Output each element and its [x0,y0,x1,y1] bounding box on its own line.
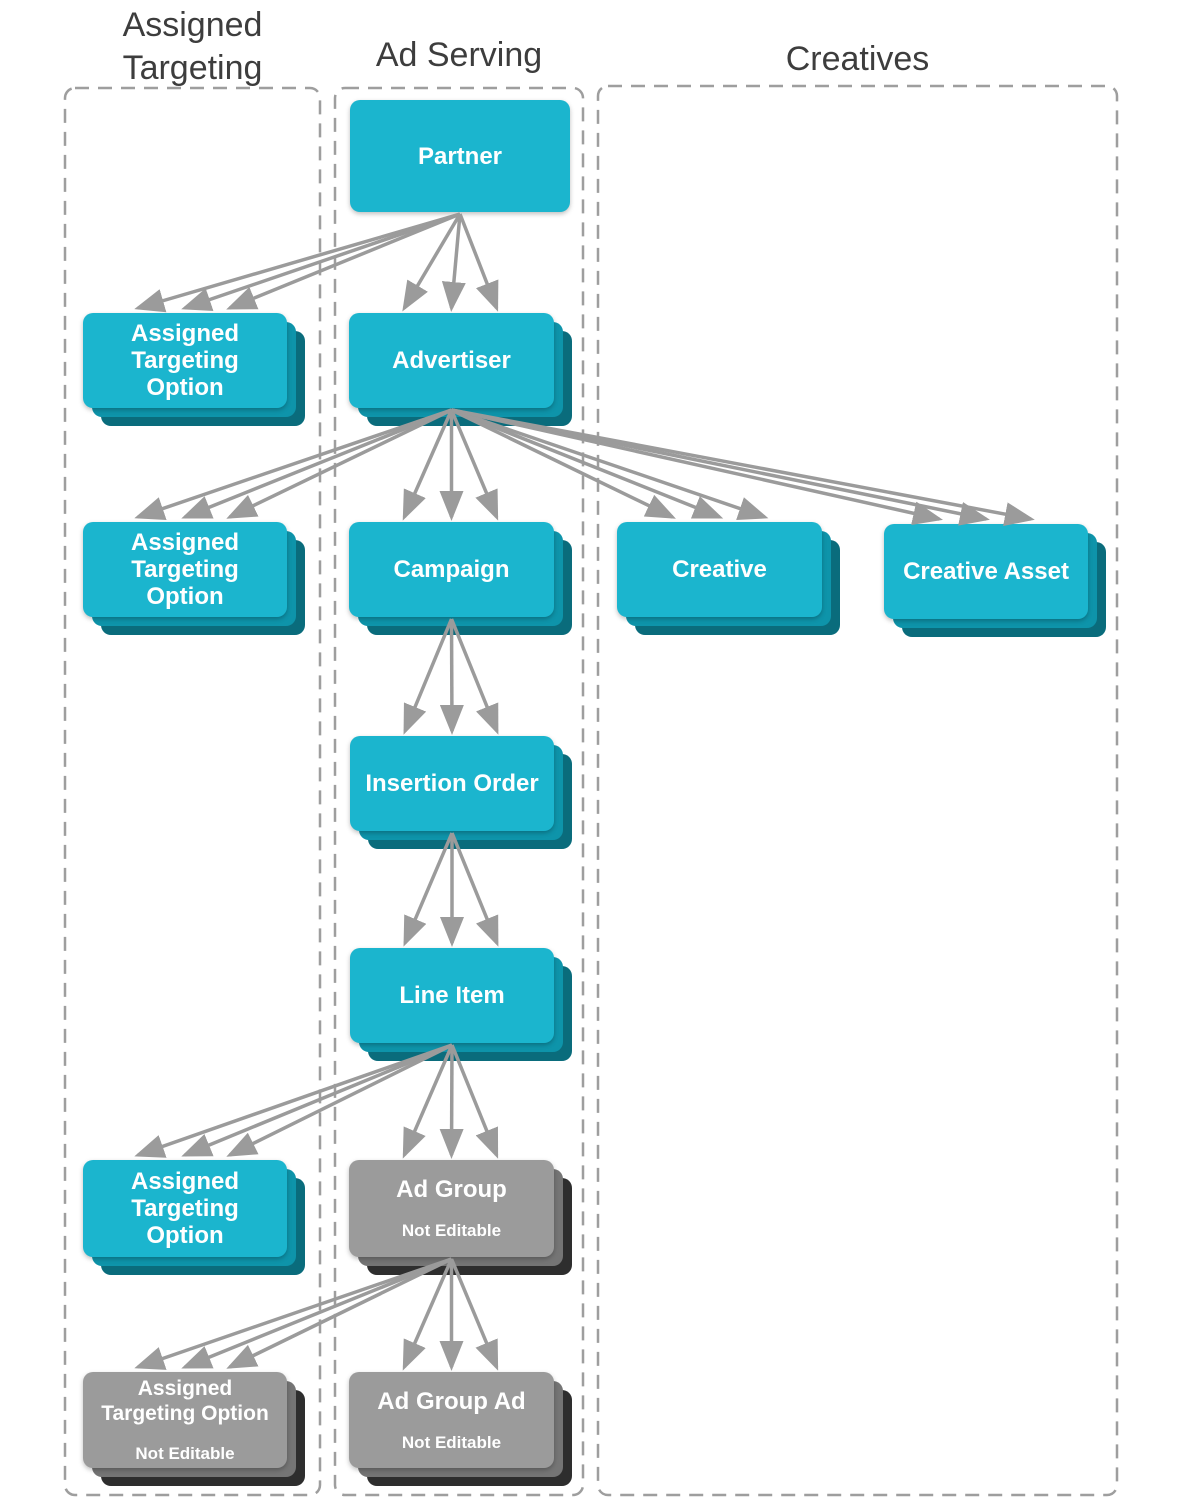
column-frame-creatives [596,84,1119,1497]
node-label-line: Targeting [131,347,239,374]
node-partner: Partner [350,100,570,212]
node-campaign: Campaign [349,522,572,635]
node-face: Creative Asset [884,524,1088,619]
node-label-line: Campaign [393,556,510,583]
node-label-line: Creative Asset [903,558,1069,585]
node-face: Advertiser [349,313,554,408]
column-frame-assigned-targeting [63,86,322,1497]
node-face: Creative [617,522,822,617]
column-frame-ad-serving [333,86,585,1497]
node-label: Campaign [393,556,509,583]
node-label-line: Assigned [130,529,240,556]
node-label: Advertiser [392,347,511,374]
node-label-line: Creative [672,556,767,583]
node-label: Creative [672,556,767,583]
node-face: Partner [350,100,570,212]
node-label-line: Insertion Order [365,770,539,797]
node-sublabel: Not Editable [401,1221,502,1240]
node-label: Creative Asset [903,558,1069,585]
node-label-line: Advertiser [392,347,511,374]
node-label-line: Assigned [130,1168,240,1195]
column-title-creatives: Creatives [785,40,930,78]
node-line-item: Line Item [350,948,572,1061]
node-label-line: Line Item [399,982,505,1009]
node-label-line: Partner [417,142,503,170]
node-sublabel: Not Editable [135,1444,235,1463]
node-face: Ad Group Ad Not Editable [349,1372,554,1468]
node-face: Line Item [350,948,554,1043]
node-label-line: Option [146,1222,224,1249]
node-label-line: Option [146,583,224,610]
node-insertion-order: Insertion Order [350,736,572,849]
node-label-line: Targeting Option [101,1402,269,1425]
node-ad-group-ad: Ad Group Ad Not Editable [349,1372,572,1486]
node-label: Ad Group Ad [377,1388,525,1415]
node-label: Line Item [399,982,504,1009]
node-label-line: Ad Group [396,1176,507,1203]
node-label-line: Ad Group Ad [377,1387,526,1415]
node-label-line: Assigned [130,320,240,347]
node-label-line: Targeting [131,556,239,583]
node-label-line: Assigned [137,1377,233,1400]
node-creative: Creative [617,522,840,635]
column-title-assigned-targeting: Assigned Targeting [122,6,263,87]
node-label: Insertion Order [365,770,538,797]
node-label: Ad Group [396,1176,507,1203]
node-label-line: Option [146,374,224,401]
node-creative-asset: Creative Asset [884,524,1106,637]
node-face: Campaign [349,522,554,617]
node-sublabel: Not Editable [401,1432,502,1452]
node-label: Partner [418,143,502,170]
node-advertiser: Advertiser [349,313,572,426]
node-face: Insertion Order [350,736,554,831]
column-title-ad-serving: Ad Serving [375,36,543,74]
node-label-line: Targeting [131,1195,239,1222]
